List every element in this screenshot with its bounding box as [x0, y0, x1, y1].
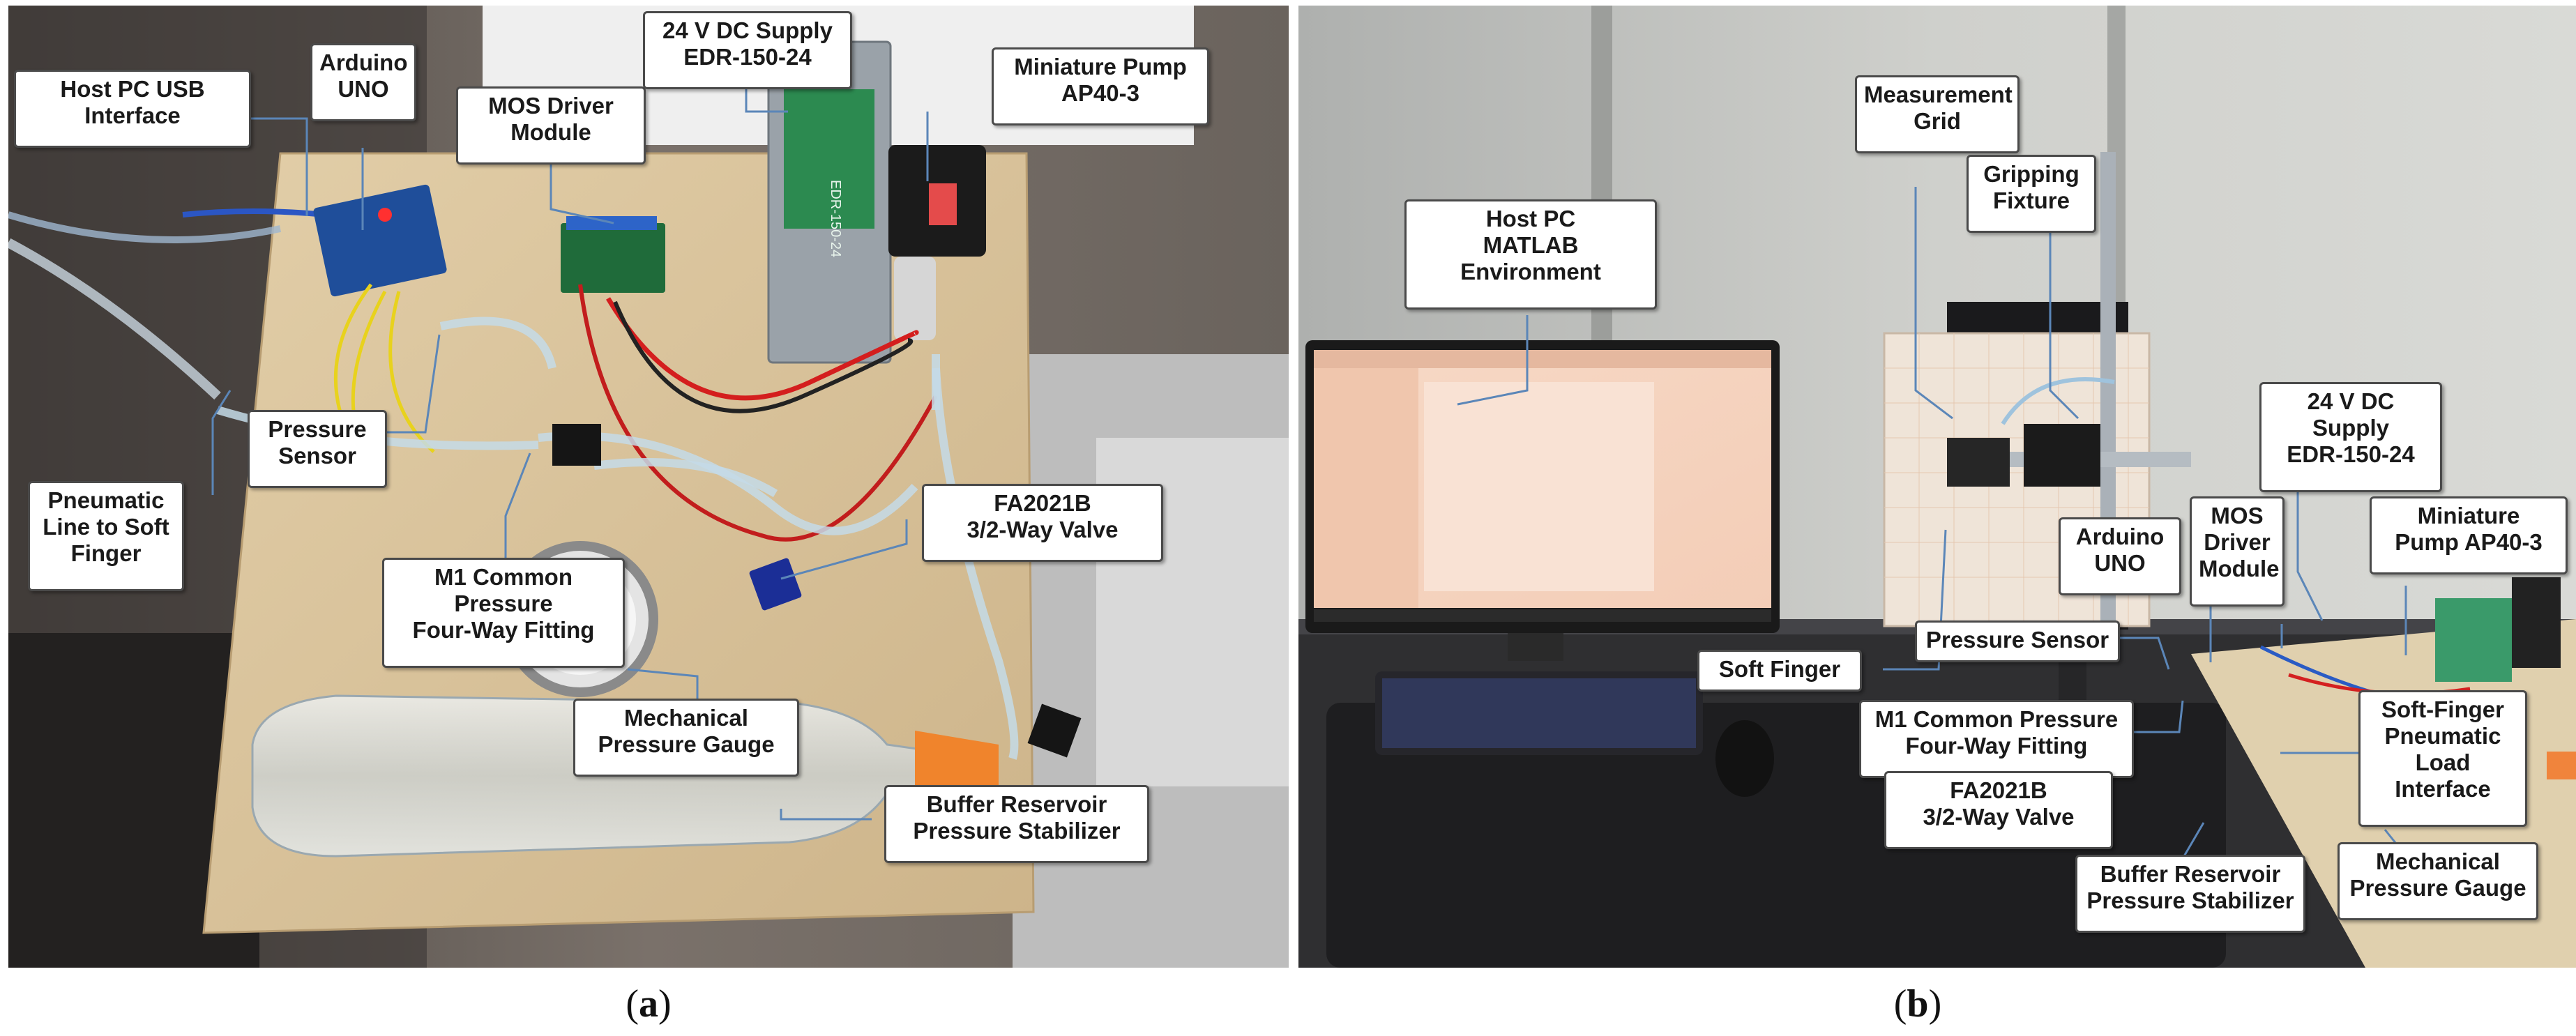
label-fa2021b-valve: FA2021B 3/2-Way Valve — [922, 484, 1163, 562]
mos-driver-board — [561, 223, 665, 293]
label-dc-supply: 24 V DC Supply EDR-150-24 — [643, 11, 852, 89]
supply-model-text: EDR-150-24 — [828, 180, 843, 257]
label-pneumatic-line: Pneumatic Line to Soft Finger — [28, 481, 184, 591]
label-dc-supply-b: 24 V DC Supply EDR-150-24 — [2259, 382, 2442, 492]
label-mos-driver-b: MOS Driver Module — [2190, 496, 2285, 607]
label-miniature-pump-b: Miniature Pump AP40-3 — [2370, 496, 2568, 574]
label-fa2021b-valve-b: FA2021B 3/2-Way Valve — [1884, 771, 2113, 849]
orange-connector — [915, 731, 999, 800]
caption-letter: a — [639, 982, 658, 1026]
label-host-pc-matlab: Host PC MATLAB Environment — [1404, 199, 1657, 310]
label-mechanical-pressure-gauge: Mechanical Pressure Gauge — [573, 699, 799, 777]
label-miniature-pump: Miniature Pump AP40-3 — [992, 47, 1209, 125]
label-host-pc-usb-interface: Host PC USB Interface — [14, 70, 251, 148]
caption-b: (b) — [1893, 982, 1942, 1026]
label-m1-fitting-b: M1 Common Pressure Four-Way Fitting — [1859, 700, 2134, 778]
four-way-fitting-part — [552, 424, 601, 466]
label-soft-finger-load-interface: Soft-Finger Pneumatic Load Interface — [2358, 690, 2527, 827]
label-buffer-reservoir-b: Buffer Reservoir Pressure Stabilizer — [2075, 855, 2305, 933]
label-buffer-reservoir: Buffer Reservoir Pressure Stabilizer — [884, 785, 1149, 863]
label-pressure-sensor: Pressure Sensor — [248, 410, 387, 488]
mouse — [1715, 720, 1774, 797]
gripper-block — [2024, 424, 2100, 487]
label-mos-driver-module: MOS Driver Module — [456, 86, 646, 165]
label-mechanical-gauge-b: Mechanical Pressure Gauge — [2338, 842, 2538, 920]
label-gripping-fixture: Gripping Fixture — [1967, 155, 2096, 233]
caption-a: (a) — [626, 982, 672, 1026]
label-arduino-uno-b: Arduino UNO — [2059, 517, 2181, 595]
label-m1-four-way-fitting: M1 Common Pressure Four-Way Fitting — [382, 558, 625, 668]
label-arduino-uno: Arduino UNO — [310, 43, 416, 121]
label-pressure-sensor-b: Pressure Sensor — [1915, 620, 2120, 662]
label-soft-finger: Soft Finger — [1697, 650, 1862, 692]
arduino-board — [313, 184, 447, 297]
caption-letter: b — [1907, 982, 1929, 1026]
dc-supply-unit — [2435, 598, 2512, 682]
label-measurement-grid: Measurement Grid — [1855, 75, 2020, 153]
